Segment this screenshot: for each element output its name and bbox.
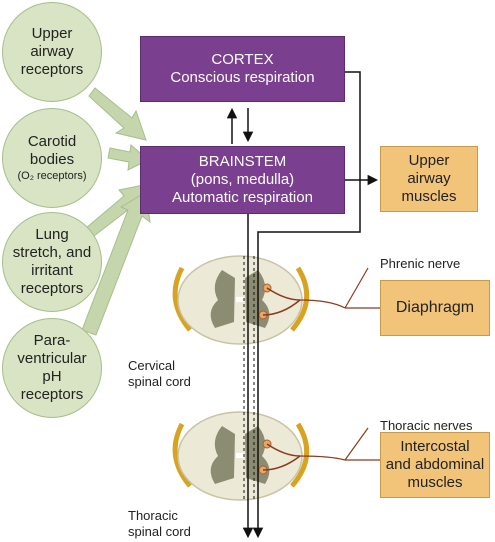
thoracic-nerves-label: Thoracic nerves [380,418,473,433]
carotid-bodies-receptors: Carotid bodies (O₂ receptors) [2,108,102,208]
cervical-spinal-cord-label: Cervical spinal cord [128,358,191,389]
neural-pathways [226,71,379,539]
nerve-lines [299,267,380,461]
phrenic-nerve-label: Phrenic nerve [380,256,461,271]
paraventricular-ph-receptors: Para- ventricular pH receptors [2,318,102,418]
upper-airway-muscles-box: Upper airway muscles [380,146,478,212]
diaphragm-box: Diaphragm [380,280,490,336]
intercostal-abdominal-muscles-box: Intercostal and abdominal muscles [380,432,490,498]
arrow-upper-airway [88,87,147,141]
cortex-box: CORTEX Conscious respiration [140,36,345,102]
cervical-cord-section [172,255,310,345]
arrow-carotid [107,144,149,171]
receptor-arrows [81,87,151,336]
thoracic-cord-section [172,411,310,501]
lung-stretch-receptors: Lung stretch, and irritant receptors [2,212,102,312]
cortical-pathway [252,71,361,539]
upper-airway-receptors: Upper airway receptors [2,2,102,102]
thoracic-spinal-cord-label: Thoracic spinal cord [128,508,191,539]
brainstem-box: BRAINSTEM (pons, medulla) Automatic resp… [140,146,345,214]
